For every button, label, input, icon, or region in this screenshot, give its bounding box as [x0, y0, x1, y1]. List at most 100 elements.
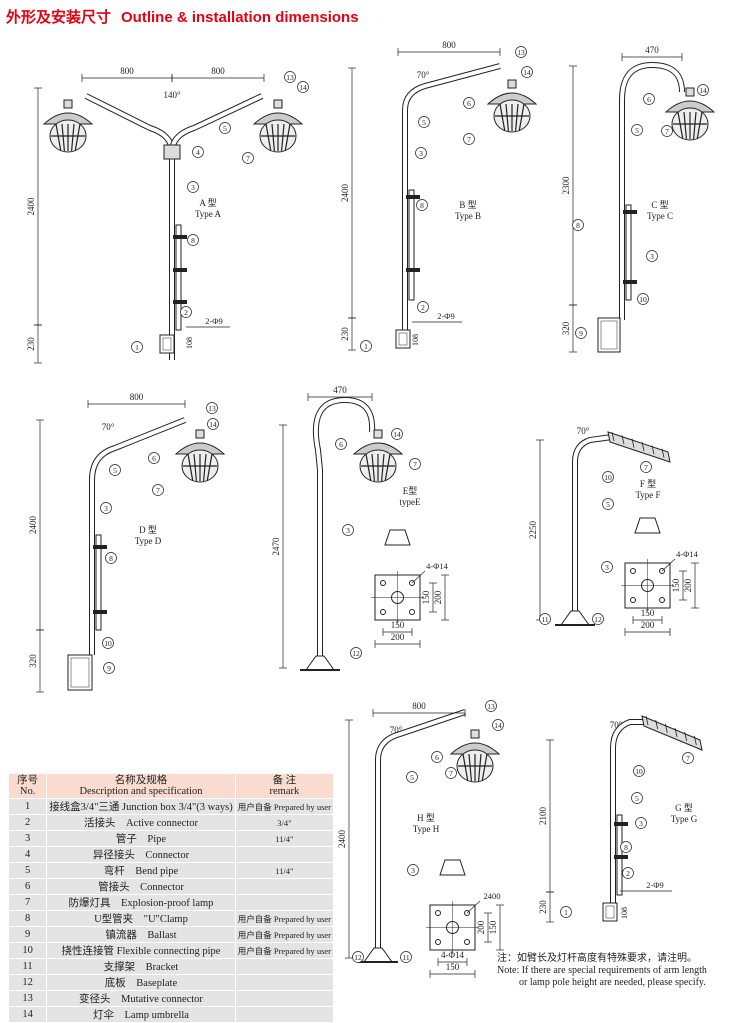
- dimension-label: 230: [538, 900, 548, 914]
- dimension-label: 70°: [577, 426, 590, 436]
- callout-circle: [463, 133, 475, 145]
- bracket-support-icon: [560, 610, 590, 626]
- callout-circle: [575, 327, 587, 339]
- cage-bar: [71, 123, 75, 152]
- callout-number: 14: [209, 420, 217, 429]
- u-clamp-icon: [173, 300, 187, 304]
- row-remark: [234, 846, 335, 863]
- callout-circle: [109, 464, 121, 476]
- pipe-fill: [376, 710, 466, 955]
- row-remark: 用户自备 Prepared by user: [234, 942, 335, 959]
- junction-box-inner: [162, 337, 172, 351]
- type-label-en: Type C: [647, 211, 673, 221]
- note: 注：如臂长及灯杆高度有特殊要求，请注明。 Note: If there are …: [497, 953, 707, 989]
- type-label-en: Type F: [635, 490, 660, 500]
- bracket-support-icon: [305, 655, 335, 671]
- type-label-cn: B 型: [459, 200, 476, 210]
- dimension-label: 470: [645, 45, 659, 55]
- dimension-label: 2250: [528, 521, 538, 540]
- callout-number: 14: [523, 68, 531, 77]
- dimension-label: 2470: [271, 537, 281, 556]
- lamp-cap: [195, 429, 205, 439]
- pipe-fill: [170, 94, 263, 153]
- dimension-label: 150: [421, 590, 431, 604]
- cage-bar: [381, 453, 385, 482]
- callout-number: 10: [604, 473, 612, 482]
- dimension-label: 108: [185, 337, 194, 349]
- callout-number: 3: [411, 866, 415, 875]
- type-label-cn: D 型: [139, 525, 157, 535]
- cage-bar: [468, 753, 472, 782]
- row-no: 10: [7, 942, 48, 959]
- callout-circle: [409, 458, 421, 470]
- lamp-fin: [693, 735, 697, 746]
- cage-bar: [206, 453, 213, 482]
- callout-number: 11: [541, 615, 548, 624]
- callout-number: 12: [354, 953, 362, 962]
- row-no: 13: [7, 990, 48, 1007]
- note-en-1: Note: If there are special requirements …: [497, 965, 707, 976]
- header-desc-cn: 名称及规格: [114, 775, 168, 786]
- callout-circle: [102, 637, 114, 649]
- callout-number: 7: [665, 127, 669, 136]
- callout-number: 3: [650, 252, 654, 261]
- lamp-cap: [507, 79, 517, 89]
- callout-circle: [592, 613, 604, 625]
- bolt-hole: [435, 910, 441, 916]
- dimension-label: 800: [130, 392, 144, 402]
- type-label-en: Type D: [135, 536, 162, 546]
- callout-number: 14: [393, 430, 401, 439]
- dimension-label: 2400: [484, 891, 501, 901]
- callout-circle: [416, 199, 428, 211]
- cage-bar: [462, 753, 469, 782]
- callout-number: 12: [352, 649, 360, 658]
- bolt-hole: [409, 609, 415, 615]
- callout-circle: [180, 306, 192, 318]
- dimension-label: 2300: [561, 176, 571, 195]
- cage-bar: [693, 111, 697, 140]
- u-clamp-icon: [623, 210, 637, 214]
- row-remark: 用户自备 Prepared by user: [234, 798, 335, 815]
- callout-number: 13: [517, 48, 525, 57]
- callout-circle: [400, 951, 412, 963]
- row-remark: [234, 1006, 335, 1023]
- lamp-cap: [470, 729, 480, 739]
- row-desc: 灯伞 Lamp umbrella: [46, 1006, 236, 1023]
- cage-bar: [518, 103, 525, 132]
- callout-circle: [463, 97, 475, 109]
- row-no: 2: [7, 814, 48, 831]
- cage-bar: [499, 103, 506, 132]
- row-desc: 底板 Baseplate: [46, 974, 236, 991]
- callout-circle: [631, 792, 643, 804]
- callout-number: 13: [286, 73, 294, 82]
- callout-circle: [407, 864, 419, 876]
- row-no: 14: [7, 1006, 48, 1023]
- type-label-en: Type G: [671, 814, 698, 824]
- dimension-label: 150: [671, 578, 681, 592]
- callout-number: 5: [410, 773, 414, 782]
- pipe-fill: [620, 62, 684, 320]
- callout-circle: [682, 752, 694, 764]
- junction-box-inner: [605, 905, 615, 919]
- dimension-label: 200: [433, 590, 443, 604]
- lamp-fin: [651, 445, 655, 455]
- dimension-label: 4-Φ14: [676, 549, 699, 559]
- callout-number: 1: [135, 343, 139, 352]
- callout-number: 2: [626, 869, 630, 878]
- callout-number: 12: [594, 615, 602, 624]
- explosion-proof-lamp-icon: [664, 87, 716, 141]
- callout-number: 14: [299, 83, 307, 92]
- dimension-label: 2400: [26, 197, 36, 216]
- explosion-proof-lamp-icon: [352, 429, 404, 483]
- callout-number: 1: [364, 342, 368, 351]
- lamp-cap: [373, 429, 383, 439]
- cage-bar: [481, 753, 488, 782]
- type-label-cn: E型: [403, 486, 418, 496]
- cage-bar: [281, 123, 285, 152]
- lamp-fin: [641, 441, 645, 452]
- callout-circle: [284, 71, 296, 83]
- dimension-label: 4-Φ14: [441, 950, 465, 960]
